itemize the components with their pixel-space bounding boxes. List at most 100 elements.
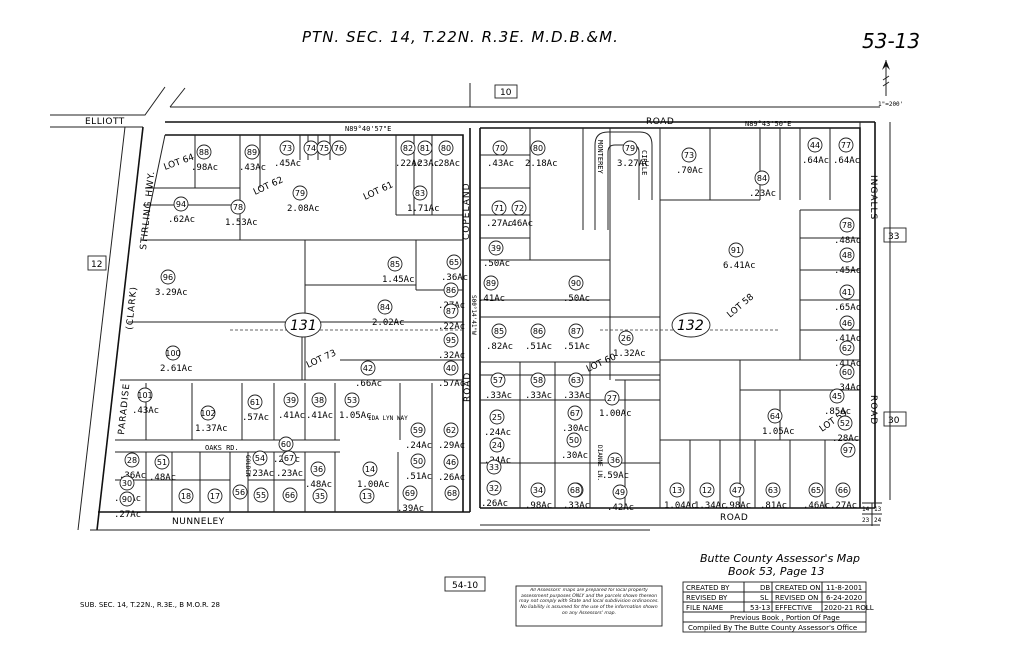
parcel-circle[interactable] [838, 137, 854, 153]
parcel-circle[interactable] [137, 387, 153, 403]
parcel-circle[interactable] [310, 461, 326, 477]
parcel-circle[interactable] [410, 453, 426, 469]
parcel-circle[interactable] [124, 452, 140, 468]
parcel-circle[interactable] [530, 482, 546, 498]
parcel-circle[interactable] [279, 140, 295, 156]
parcel-circle[interactable] [400, 140, 416, 156]
parcel-circle[interactable] [316, 140, 332, 156]
parcel-circle[interactable] [283, 392, 299, 408]
parcel-circle[interactable] [443, 422, 459, 438]
parcel-circle[interactable] [839, 340, 855, 356]
parcel-circle[interactable] [607, 452, 623, 468]
parcel-circle[interactable] [410, 422, 426, 438]
parcel-circle[interactable] [178, 488, 194, 504]
parcel-circle[interactable] [604, 390, 620, 406]
parcel-circle[interactable] [312, 488, 328, 504]
parcel-circle[interactable] [438, 140, 454, 156]
adjacent-map-top[interactable]: 10 [500, 88, 512, 98]
parcel-circle[interactable] [839, 315, 855, 331]
parcel-circle[interactable] [729, 482, 745, 498]
parcel-circle[interactable] [530, 323, 546, 339]
adjacent-map-bottom[interactable]: 54-10 [452, 581, 478, 591]
parcel-circle[interactable] [669, 482, 685, 498]
parcel-circle[interactable] [728, 242, 744, 258]
parcel-circle[interactable] [491, 323, 507, 339]
parcel-circle[interactable] [443, 332, 459, 348]
parcel-circle[interactable] [566, 432, 582, 448]
parcel-circle[interactable] [207, 488, 223, 504]
parcel-circle[interactable] [567, 482, 583, 498]
parcel-circle[interactable] [412, 185, 428, 201]
parcel-circle[interactable] [154, 454, 170, 470]
parcel-circle[interactable] [173, 196, 189, 212]
parcel-circle[interactable] [360, 360, 376, 376]
parcel-circle[interactable] [486, 459, 502, 475]
parcel-circle[interactable] [490, 372, 506, 388]
parcel-circle[interactable] [443, 360, 459, 376]
parcel-circle[interactable] [839, 247, 855, 263]
parcel-circle[interactable] [344, 392, 360, 408]
parcel-circle[interactable] [446, 254, 462, 270]
parcel-circle[interactable] [754, 170, 770, 186]
parcel-circle[interactable] [119, 475, 135, 491]
parcel-circle[interactable] [839, 217, 855, 233]
parcel-circle[interactable] [567, 405, 583, 421]
parcel-circle[interactable] [292, 185, 308, 201]
parcel-circle[interactable] [840, 442, 856, 458]
parcel-circle[interactable] [837, 415, 853, 431]
parcel-circle[interactable] [278, 436, 294, 452]
parcel-circle[interactable] [443, 454, 459, 470]
parcel-circle[interactable] [568, 372, 584, 388]
parcel-circle[interactable] [829, 388, 845, 404]
parcel-circle[interactable] [443, 303, 459, 319]
parcel-circle[interactable] [160, 269, 176, 285]
parcel-circle[interactable] [417, 140, 433, 156]
parcel-circle[interactable] [253, 487, 269, 503]
adjacent-map-right-top[interactable]: 33 [888, 232, 899, 242]
parcel-circle[interactable] [530, 140, 546, 156]
parcel-circle[interactable] [362, 461, 378, 477]
parcel-circle[interactable] [808, 482, 824, 498]
parcel-circle[interactable] [491, 200, 507, 216]
parcel-circle[interactable] [765, 482, 781, 498]
parcel-circle[interactable] [165, 345, 181, 361]
parcel-circle[interactable] [530, 372, 546, 388]
parcel-circle[interactable] [622, 140, 638, 156]
parcel-circle[interactable] [331, 140, 347, 156]
parcel-circle[interactable] [311, 392, 327, 408]
parcel-circle[interactable] [232, 484, 248, 500]
parcel-circle[interactable] [807, 137, 823, 153]
adjacent-map-left[interactable]: 12 [91, 260, 102, 270]
parcel-circle[interactable] [486, 480, 502, 496]
parcel-circle[interactable] [835, 482, 851, 498]
parcel-circle[interactable] [402, 485, 418, 501]
parcel-circle[interactable] [247, 394, 263, 410]
parcel-circle[interactable] [489, 409, 505, 425]
parcel-circle[interactable] [444, 485, 460, 501]
parcel-circle[interactable] [387, 256, 403, 272]
parcel-circle[interactable] [489, 437, 505, 453]
parcel-circle[interactable] [699, 482, 715, 498]
parcel-circle[interactable] [230, 199, 246, 215]
parcel-circle[interactable] [200, 405, 216, 421]
parcel-circle[interactable] [483, 275, 499, 291]
parcel-circle[interactable] [568, 275, 584, 291]
parcel-circle[interactable] [244, 144, 260, 160]
parcel-circle[interactable] [839, 284, 855, 300]
parcel-circle[interactable] [492, 140, 508, 156]
adjacent-map-right-bottom[interactable]: 30 [888, 416, 900, 426]
parcel-circle[interactable] [443, 282, 459, 298]
parcel-circle[interactable] [282, 487, 298, 503]
parcel-circle[interactable] [281, 450, 297, 466]
parcel-circle[interactable] [767, 408, 783, 424]
parcel-circle[interactable] [568, 323, 584, 339]
parcel-circle[interactable] [488, 240, 504, 256]
parcel-circle[interactable] [119, 491, 135, 507]
parcel-circle[interactable] [377, 299, 393, 315]
parcel-circle[interactable] [681, 147, 697, 163]
parcel-circle[interactable] [618, 330, 634, 346]
parcel-circle[interactable] [196, 144, 212, 160]
parcel-circle[interactable] [252, 450, 268, 466]
parcel-circle[interactable] [511, 200, 527, 216]
parcel-circle[interactable] [839, 364, 855, 380]
